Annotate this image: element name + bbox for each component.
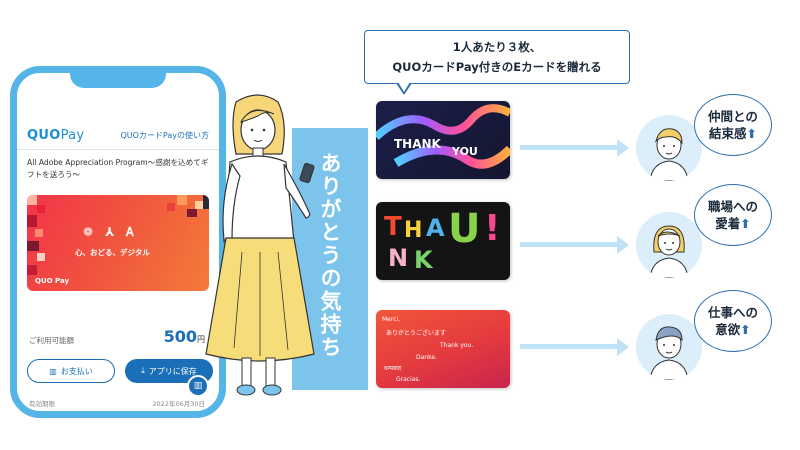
header-divider	[17, 149, 219, 150]
card-tagline: 心、おどる、デジタル	[75, 248, 150, 257]
balance-value: 500	[163, 327, 197, 346]
outcome-bubble-attachment: 職場への 愛着⬆	[694, 184, 772, 246]
phone-mockup: QUOPay QUOカードPayの使い方 All Adobe Appreciat…	[10, 66, 226, 418]
band-text: ありがとうの気持ち	[318, 151, 342, 359]
callout-line-2: QUOカードPay付きのEカードを贈れる	[392, 60, 602, 74]
outcome-2-line2: 愛着	[715, 216, 741, 231]
ecard-thank-you[interactable]: THANK YOU	[376, 101, 510, 179]
quo-pay-logo: QUOPay	[27, 128, 84, 143]
card2-letter-n: N	[388, 244, 409, 272]
card3-thankyou: Thank you.	[440, 342, 474, 349]
ecard-multilingual[interactable]: Merci. ありがとうございます Thank you. Danke. धन्य…	[376, 310, 510, 388]
adobe-app-icons: ❁ ⅄ Ꭺ	[83, 225, 134, 240]
gift-card-image: ❁ ⅄ Ꭺ 心、おどる、デジタル QUO Pay	[27, 195, 209, 291]
outcome-3-line2: 意欲	[715, 322, 741, 337]
outcome-3-line1: 仕事への	[707, 305, 758, 320]
avatar-woman	[636, 212, 702, 278]
phone-notch	[70, 73, 166, 88]
balance-unit: 円	[197, 335, 205, 344]
program-title: All Adobe Appreciation Program～感謝を込めてギフト…	[27, 158, 209, 179]
expiry-label: 有効期限	[29, 400, 55, 408]
card2-letter-h: H	[404, 218, 423, 243]
arrow-head-3	[617, 338, 629, 356]
up-arrow-icon: ⬆	[740, 322, 751, 337]
card3-arigatou: ありがとうございます	[386, 330, 447, 337]
outcome-1-line2: 結束感	[709, 126, 747, 141]
ribbon-decoration	[376, 104, 510, 169]
card3-merci: Merci.	[382, 316, 401, 323]
balance-amount: 500円	[164, 327, 205, 346]
callout-line-1: 1人あたり３枚、	[452, 40, 542, 54]
card-brand: QUO Pay	[35, 277, 70, 285]
outcome-bubble-unity: 仲間との 結束感⬆	[694, 94, 772, 156]
card3-danke: Danke.	[416, 354, 437, 361]
outcome-3-line2-wrap: 意欲⬆	[715, 321, 751, 338]
avatar-man-1	[636, 115, 702, 181]
outcome-2-line2-wrap: 愛着⬆	[715, 215, 751, 232]
card3-gracias: Gracias.	[396, 376, 421, 383]
arrow-head-1	[617, 139, 629, 157]
save-button-label: アプリに保存	[148, 366, 197, 376]
arrow-head-2	[617, 236, 629, 254]
creative-cloud-icon: ❁	[83, 225, 94, 239]
adobe-logo-icon: Ꭺ	[126, 225, 135, 239]
arrow-shaft-2	[520, 242, 618, 247]
card2-letter-a: A	[426, 214, 445, 242]
card2-letter-exclaim: !	[484, 208, 501, 249]
download-icon: ⤓	[141, 366, 145, 375]
card1-word-thank: THANK	[394, 137, 441, 151]
outcome-bubble-motivation: 仕事への 意欲⬆	[694, 290, 772, 352]
barcode-icon: ▥	[193, 381, 203, 391]
balance-label: ご利用可能額	[29, 336, 74, 345]
card1-word-you: YOU	[452, 145, 478, 158]
outcome-2-line1: 職場への	[707, 199, 758, 214]
outcome-1-line2-wrap: 結束感⬆	[709, 125, 757, 142]
card2-letter-k: K	[414, 246, 433, 274]
barcode-icon: ▥	[49, 366, 57, 376]
ecard-thank-u[interactable]: T H A N K U !	[376, 202, 510, 280]
acrobat-icon: ⅄	[105, 225, 115, 239]
callout-box: 1人あたり３枚、 QUOカードPay付きのEカードを贈れる	[364, 30, 630, 84]
pay-button[interactable]: ▥ お支払い	[27, 359, 115, 383]
up-arrow-icon: ⬆	[740, 216, 751, 231]
card3-dhanyavad: धन्यवाद	[384, 365, 402, 372]
callout-tail-inner	[398, 82, 410, 92]
up-arrow-icon: ⬆	[746, 126, 757, 141]
woman-illustration	[205, 94, 315, 396]
app-header: QUOPay QUOカードPayの使い方	[27, 125, 209, 145]
card2-letter-t: T	[384, 212, 402, 242]
arrow-shaft-3	[520, 344, 618, 349]
barcode-fab-button[interactable]: ▥	[187, 375, 209, 397]
expiry-date: 2022年06月30日	[152, 400, 205, 408]
avatar-man-2	[636, 314, 702, 380]
how-to-link[interactable]: QUOカードPayの使い方	[120, 130, 209, 140]
logo-quo: QUO	[27, 127, 61, 143]
logo-pay: Pay	[60, 127, 85, 143]
card2-letter-u: U	[448, 206, 481, 252]
arrow-shaft-1	[520, 145, 618, 150]
outcome-1-line1: 仲間との	[708, 109, 758, 124]
pay-button-label: お支払い	[60, 366, 93, 376]
